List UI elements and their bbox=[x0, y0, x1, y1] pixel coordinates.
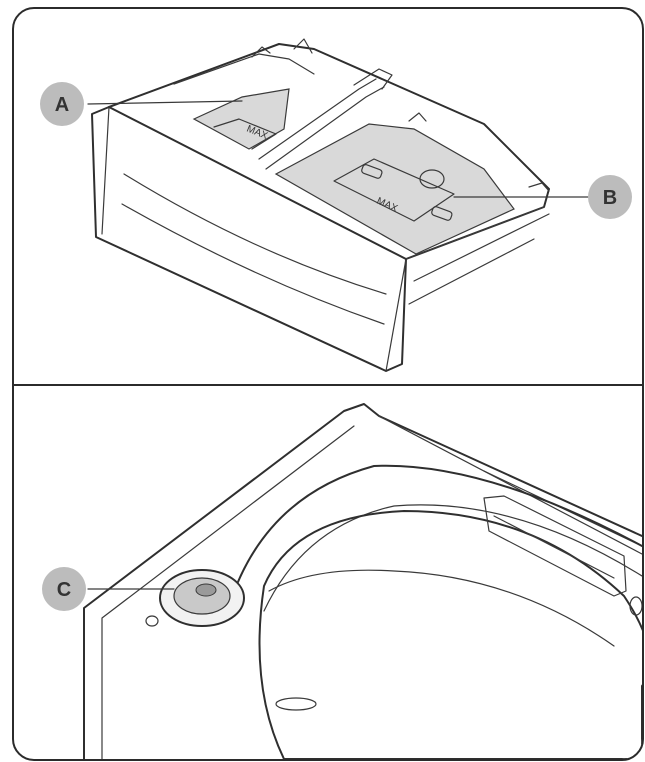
washer-tub bbox=[260, 511, 643, 759]
illustration-frame: MAX MAX A B bbox=[12, 7, 644, 761]
leader-line-a bbox=[88, 101, 242, 104]
compartment-a bbox=[194, 89, 289, 149]
svg-text:A: A bbox=[55, 94, 69, 116]
washer-top-illustration: C bbox=[14, 386, 642, 759]
lid-opening bbox=[229, 466, 642, 606]
compartment-b bbox=[276, 124, 514, 254]
callout-c: C bbox=[42, 567, 86, 611]
callout-b: B bbox=[588, 175, 632, 219]
bleach-inlet bbox=[160, 570, 244, 626]
svg-text:B: B bbox=[603, 187, 617, 209]
handle-recess bbox=[276, 698, 316, 710]
detergent-drawer-illustration: MAX MAX A B bbox=[14, 9, 642, 384]
svg-text:C: C bbox=[57, 579, 71, 601]
callout-a: A bbox=[40, 82, 84, 126]
